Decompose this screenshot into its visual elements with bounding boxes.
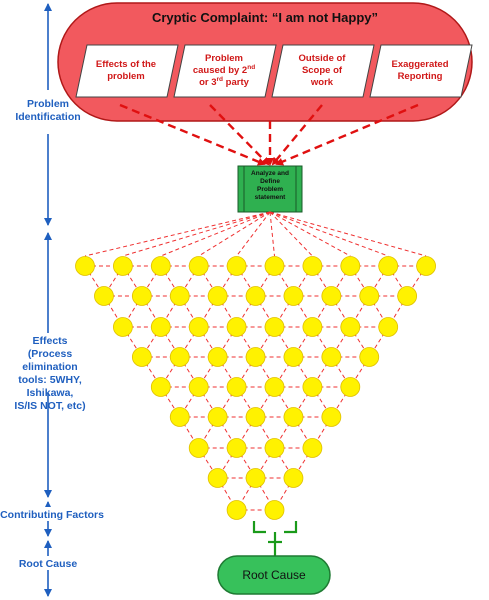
phase-label-effects: Effects (Process elimination tools: 5WHY… xyxy=(14,335,86,412)
phase-label-problem-identification: Problem Identification xyxy=(15,98,81,123)
effect-node xyxy=(226,377,247,397)
effect-node xyxy=(264,256,285,276)
effect-node xyxy=(131,286,152,306)
effect-node xyxy=(226,317,247,337)
effect-node xyxy=(94,286,114,306)
effect-link xyxy=(269,211,427,257)
effect-node xyxy=(321,407,342,427)
effect-node xyxy=(169,347,190,367)
effect-link xyxy=(198,211,271,257)
box-label-effects: Effects of the problem xyxy=(95,59,157,82)
complaint-boxes xyxy=(75,44,473,98)
effect-node xyxy=(150,377,171,397)
effect-node xyxy=(188,256,209,276)
effect-node xyxy=(207,407,228,427)
effect-node xyxy=(264,317,285,337)
box-label-2nd-3rd-party: Problem caused by 2nd or 3rd party xyxy=(192,53,256,88)
effect-node xyxy=(378,256,399,276)
effect-node xyxy=(302,256,323,276)
effect-node xyxy=(340,256,361,276)
effect-node xyxy=(226,438,247,458)
effect-node xyxy=(226,256,247,276)
effect-node xyxy=(416,256,437,276)
contributing-bracket xyxy=(252,521,298,556)
phase-label-root-cause: Root Cause xyxy=(18,558,78,570)
effect-node xyxy=(283,468,304,488)
box-2nd-3rd-party xyxy=(173,44,277,98)
effect-link xyxy=(269,211,313,257)
effect-node xyxy=(150,256,171,276)
phase-label-contributing-factors: Contributing Factors xyxy=(0,509,104,521)
effect-node xyxy=(283,347,304,367)
effect-node xyxy=(113,256,133,276)
box-label-outside-scope: Outside of Scope of work xyxy=(298,53,346,88)
effect-node xyxy=(397,286,418,306)
effect-node xyxy=(188,377,209,397)
effect-node xyxy=(207,468,228,488)
effect-link xyxy=(236,211,271,257)
effects-nodes xyxy=(75,256,437,520)
effect-node xyxy=(245,347,266,367)
effect-node xyxy=(283,286,304,306)
effect-node xyxy=(359,286,380,306)
root-cause-label: Root Cause xyxy=(242,568,306,582)
effect-link xyxy=(160,211,271,257)
box-outside-scope xyxy=(271,44,375,98)
effect-node xyxy=(245,468,266,488)
effect-node xyxy=(302,438,323,458)
box-exaggerated-reporting xyxy=(369,44,473,98)
effect-node xyxy=(283,407,304,427)
effect-node xyxy=(188,438,209,458)
effect-node xyxy=(264,500,285,520)
complaint-arrows xyxy=(119,103,419,166)
effect-node xyxy=(207,347,228,367)
effect-node xyxy=(378,317,399,337)
effect-node xyxy=(188,317,209,337)
effect-node xyxy=(226,500,247,520)
effect-link xyxy=(269,211,275,257)
box-label-exaggerated: Exaggerated Reporting xyxy=(391,59,449,82)
effect-link xyxy=(269,211,389,257)
effect-node xyxy=(75,256,95,276)
effect-link xyxy=(269,211,351,257)
analyze-box xyxy=(237,165,303,213)
effect-node xyxy=(169,407,190,427)
effect-node xyxy=(207,286,228,306)
complaint-title: Cryptic Complaint: “I am not Happy” xyxy=(151,10,379,25)
effect-node xyxy=(113,317,133,337)
effect-node xyxy=(131,347,152,367)
effect-node xyxy=(245,286,266,306)
phase-timeline xyxy=(30,3,66,597)
effect-node xyxy=(321,347,342,367)
effect-link xyxy=(84,211,271,257)
effect-node xyxy=(302,377,323,397)
effect-node xyxy=(340,317,361,337)
effect-node xyxy=(321,286,342,306)
effect-node xyxy=(340,377,361,397)
box-effects-of-problem xyxy=(75,44,179,98)
effect-node xyxy=(150,317,171,337)
effect-node xyxy=(302,317,323,337)
effect-node xyxy=(264,438,285,458)
effect-node xyxy=(245,407,266,427)
effect-node xyxy=(359,347,380,367)
analyze-label: Analyze and Define Problem statement xyxy=(251,170,289,201)
root-cause-box xyxy=(217,555,331,595)
effect-node xyxy=(264,377,285,397)
effect-link xyxy=(122,211,271,257)
effect-node xyxy=(169,286,190,306)
